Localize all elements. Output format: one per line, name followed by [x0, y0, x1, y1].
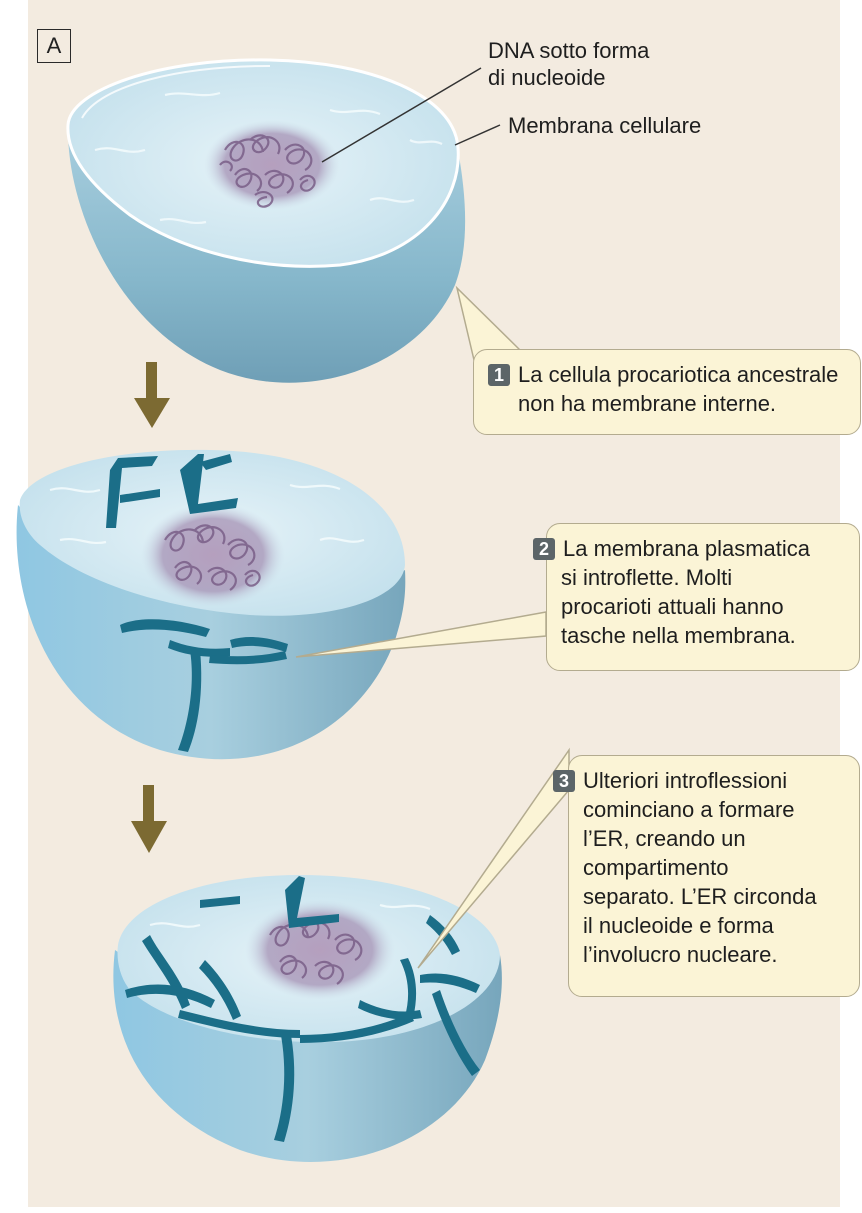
callout-step-3: 3Ulteriori introflessioni cominciano a f… [568, 755, 860, 997]
arrow-down-2 [131, 785, 167, 853]
panel-label: A [37, 29, 71, 63]
label-dna-line1: DNA sotto forma [488, 37, 649, 64]
callout-step-2: 2La membrana plasmatica si introflette. … [546, 523, 860, 671]
callout-step-3-line-6: il nucleoide e forma [583, 911, 845, 940]
step-1-text-line-1: La cellula procariotica ancestrale [518, 362, 838, 387]
callout-step-3-line-7: l’involucro nucleare. [583, 940, 845, 969]
callout-step-3-line-2: cominciano a formare [583, 795, 845, 824]
callout-step-1: 1 La cellula procariotica ancestrale non … [473, 349, 861, 435]
callout-step-1-line-1: 1 La cellula procariotica ancestrale [488, 360, 846, 389]
leader-membrane [455, 125, 500, 145]
step-2-text-line-1: La membrana plasmatica [563, 536, 810, 561]
nucleoid-3 [245, 900, 395, 1000]
callout-step-2-line-1: 2 La membrana plasmatica [533, 534, 845, 563]
callout-step-2-line-3: procarioti attuali hanno [561, 592, 845, 621]
step-2-badge: 2 [533, 538, 555, 560]
step-3-badge: 3 [553, 770, 575, 792]
label-dna-line2: di nucleoide [488, 64, 649, 91]
cell-3-er-formation [113, 875, 502, 1162]
step-1-badge: 1 [488, 364, 510, 386]
callout-step-1-line-2: non ha membrane interne. [488, 389, 846, 418]
cell-2-infolding [17, 450, 406, 759]
callout-step-3-line-3: l’ER, creando un [583, 824, 845, 853]
label-dna-nucleoid: DNA sotto forma di nucleoide [488, 37, 649, 91]
label-cell-membrane: Membrana cellulare [508, 112, 701, 139]
nucleoid-2 [141, 503, 285, 607]
cell-1-prokaryote [68, 60, 465, 383]
callout-step-2-line-4: tasche nella membrana. [561, 621, 845, 650]
arrow-down-1 [134, 362, 170, 428]
step-3-text-line-1: Ulteriori introflessioni [583, 768, 787, 793]
callout-step-2-line-2: si introflette. Molti [561, 563, 845, 592]
callout-step-3-line-1: 3 Ulteriori introflessioni [553, 766, 845, 795]
callout-step-3-line-4: compartimento [583, 853, 845, 882]
callout-step-3-line-5: separato. L’ER circonda [583, 882, 845, 911]
pointer-step-3 [418, 750, 569, 968]
